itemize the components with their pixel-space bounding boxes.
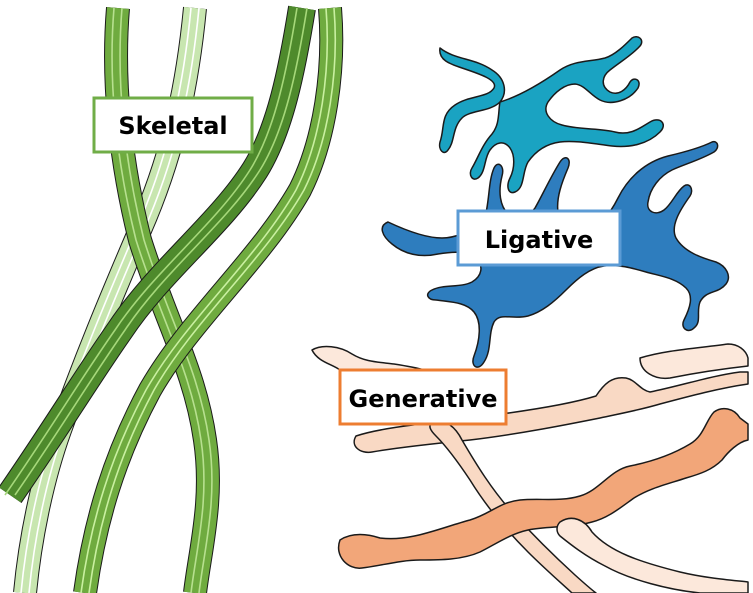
label-ligative-text: Ligative	[485, 226, 594, 254]
generative-hyphae	[311, 343, 749, 593]
label-skeletal-box	[92, 96, 254, 154]
label-skeletal-text: Skeletal	[118, 112, 227, 140]
generative-hypha-orange-lower	[337, 407, 749, 569]
label-ligative-box	[456, 209, 622, 267]
ligative-hyphae	[381, 35, 730, 368]
label-generative: Generative	[338, 368, 508, 426]
label-generative-text: Generative	[349, 385, 498, 413]
label-ligative: Ligative	[456, 209, 622, 267]
label-generative-box	[338, 368, 508, 426]
label-skeletal: Skeletal	[92, 96, 254, 154]
generative-hypha-pale-lower	[556, 517, 749, 593]
generative-hypha-pale-right	[639, 343, 749, 380]
ligative-hypha-cyan	[438, 35, 664, 194]
skeletal-hyphae	[0, 5, 344, 593]
